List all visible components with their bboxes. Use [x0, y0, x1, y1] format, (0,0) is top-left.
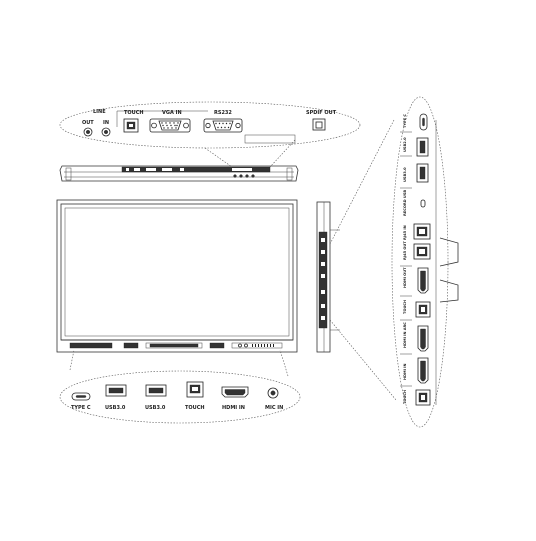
bottom-touch-label: TOUCH: [185, 405, 205, 411]
bottom-callout-ellipse: [59, 370, 301, 424]
side-callout-ellipse: [391, 96, 449, 428]
line-label: LINE: [93, 109, 106, 115]
bottom-usb3-1-label: USB3.0: [105, 405, 126, 411]
bottom-type-c-label: TYPE C: [71, 405, 91, 411]
side-label-type-c: TYPE C: [403, 114, 407, 128]
top-touch-label: TOUCH: [124, 110, 144, 116]
side-hdmi-in-arc-port-icon: [417, 325, 429, 352]
side-rj45-out-port-icon: [413, 243, 431, 260]
side-label-touch-1: TOUCH: [403, 300, 407, 314]
spdif-port-icon: [312, 118, 326, 131]
side-leader-top: [329, 119, 395, 245]
top-edge-view: [59, 165, 299, 182]
top-edge-port-strip: [121, 166, 271, 173]
bottom-usb3-port-1-icon: [105, 384, 127, 397]
side-edge-port-strip: [318, 231, 328, 329]
rs232-port-icon: [203, 118, 243, 133]
bottom-usb-b-touch-icon: [186, 381, 204, 398]
bottom-type-c-port-icon: [71, 392, 91, 401]
top-leader-right: [269, 139, 296, 168]
side-hdmi-out-port-icon: [417, 267, 429, 294]
bottom-hdmi-port-icon: [221, 386, 249, 398]
line-out-jack-icon: [83, 127, 93, 137]
side-port-labels: TYPE C USB2.0 USB3.0 RECORD USB RJ45 IN …: [403, 114, 407, 404]
bottom-leader-right: [279, 349, 289, 377]
bottom-usb3-2-label: USB3.0: [145, 405, 166, 411]
side-label-usb3: USB3.0: [403, 167, 407, 182]
side-bracket-upper: [439, 237, 459, 267]
side-usb3-port-icon: [416, 163, 429, 183]
spdif-out-label: SPDIF OUT: [306, 110, 337, 116]
side-type-c-port-icon: [419, 113, 428, 131]
vga-port-icon: [149, 118, 191, 133]
side-record-usb-icon: [420, 199, 426, 208]
side-label-hdmi-in-arc: HDMI IN ARC: [403, 322, 407, 348]
display-bezel: [60, 203, 294, 341]
rs232-label: RS232: [214, 110, 232, 116]
side-touch-1-port-icon: [415, 301, 431, 318]
bottom-usb3-port-2-icon: [145, 384, 167, 397]
side-touch-2-port-icon: [415, 389, 431, 406]
side-hdmi-in-port-icon: [417, 357, 429, 384]
line-in-jack-icon: [101, 127, 111, 137]
bottom-port-callout: TYPE C USB3.0 USB3.0 TOUCH HDMI IN: [59, 349, 301, 424]
bottom-leader-left: [69, 349, 75, 371]
side-label-hdmi-out: HDMI OUT: [403, 267, 407, 288]
side-label-touch-2: TOUCH: [403, 390, 407, 404]
line-out-label: OUT: [82, 120, 94, 126]
side-edge-view: [316, 201, 340, 353]
vga-in-label: VGA IN: [162, 110, 182, 116]
top-leader-left: [204, 147, 233, 168]
display-screen: [64, 207, 290, 337]
bottom-mic-jack-icon: [267, 387, 279, 399]
side-label-rj45-in: RJ45 IN: [403, 225, 407, 240]
side-label-record-usb: RECORD USB: [403, 190, 407, 216]
bottom-hdmi-in-label: HDMI IN: [222, 405, 245, 411]
side-port-callout: TYPE C USB2.0 USB3.0 RECORD USB RJ45 IN …: [329, 96, 459, 428]
front-view-panel: [56, 199, 298, 353]
bottom-mic-in-label: MIC IN: [265, 405, 283, 411]
top-callout-ellipse: [59, 101, 361, 149]
side-usb2-port-icon: [416, 137, 429, 157]
side-bracket-lower: [439, 279, 459, 303]
top-usb-b-touch-icon: [123, 118, 139, 133]
front-bottom-port-strip: [69, 342, 283, 349]
top-port-callout: LINE OUT IN TOUCH VGA IN: [59, 101, 361, 168]
side-rj45-in-port-icon: [413, 223, 431, 240]
side-leader-bottom: [329, 319, 397, 401]
side-label-rj45-out: RJ45 OUT: [403, 241, 407, 260]
side-label-usb2: USB2.0: [403, 137, 407, 152]
top-panel-label-box: [244, 134, 296, 144]
display-outer-frame: [56, 199, 298, 353]
side-label-hdmi-in: HDMI IN: [403, 363, 407, 380]
line-in-label: IN: [103, 120, 109, 126]
